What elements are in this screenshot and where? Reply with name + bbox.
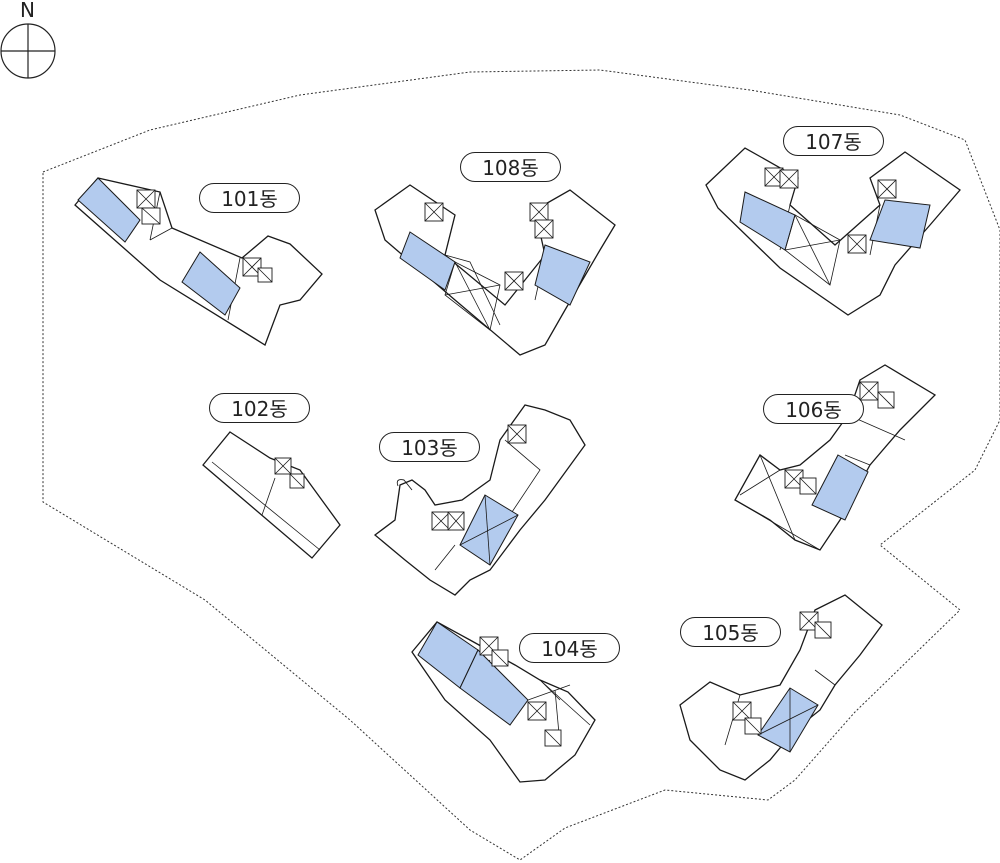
- unit-highlight: [534, 244, 591, 306]
- unit-highlight: [811, 454, 869, 521]
- stair-core-icon: [136, 189, 156, 209]
- building-107-label[interactable]: 107동: [783, 126, 884, 156]
- north-label: N: [20, 0, 35, 22]
- building-104[interactable]: [411, 621, 596, 783]
- stair-core-icon: [779, 169, 799, 189]
- north-compass-icon: [0, 23, 56, 79]
- building-106-label[interactable]: 106동: [763, 394, 864, 424]
- stair-core-icon: [274, 457, 292, 475]
- stair-core-icon: [732, 701, 752, 721]
- stair-core-icon: [744, 717, 762, 735]
- building-102-label[interactable]: 102동: [209, 393, 310, 423]
- stair-core-icon: [242, 257, 262, 277]
- stair-core-icon: [814, 621, 832, 639]
- building-107[interactable]: [705, 147, 961, 316]
- stair-core-icon: [527, 701, 547, 721]
- unit-highlight: [869, 199, 931, 249]
- stair-core-icon: [504, 271, 524, 291]
- site-boundary: [42, 69, 1000, 861]
- stair-core-icon: [491, 649, 509, 667]
- stair-core-icon: [877, 179, 897, 199]
- building-102[interactable]: [202, 431, 341, 559]
- unit-highlight: [399, 231, 456, 291]
- stair-core-icon: [799, 477, 817, 495]
- building-105-label[interactable]: 105동: [680, 617, 781, 647]
- stair-core-icon: [447, 511, 465, 531]
- stair-core-icon: [431, 511, 451, 531]
- stair-core-icon: [859, 381, 879, 401]
- unit-highlight: [181, 251, 241, 316]
- stair-core-icon: [544, 729, 562, 747]
- building-103-label[interactable]: 103동: [379, 432, 480, 462]
- building-105[interactable]: [679, 594, 883, 781]
- building-101-label[interactable]: 101동: [199, 183, 300, 213]
- building-104-label[interactable]: 104동: [519, 633, 620, 663]
- stair-core-icon: [507, 424, 527, 444]
- unit-highlight: [459, 649, 529, 726]
- building-108[interactable]: [374, 184, 616, 356]
- unit-highlight: [77, 177, 141, 243]
- entry-marker: [396, 479, 413, 491]
- building-103[interactable]: [373, 404, 586, 596]
- stair-core-icon: [877, 391, 895, 409]
- stair-core-icon: [847, 234, 867, 254]
- building-106[interactable]: [734, 364, 937, 551]
- stair-core-icon: [424, 202, 444, 222]
- stair-core-icon: [529, 202, 549, 222]
- building-108-label[interactable]: 108동: [460, 152, 561, 182]
- building-101[interactable]: [74, 177, 323, 346]
- stair-core-icon: [257, 267, 273, 283]
- stair-core-icon: [289, 473, 305, 489]
- stair-core-icon: [141, 207, 161, 225]
- stair-core-icon: [534, 219, 554, 239]
